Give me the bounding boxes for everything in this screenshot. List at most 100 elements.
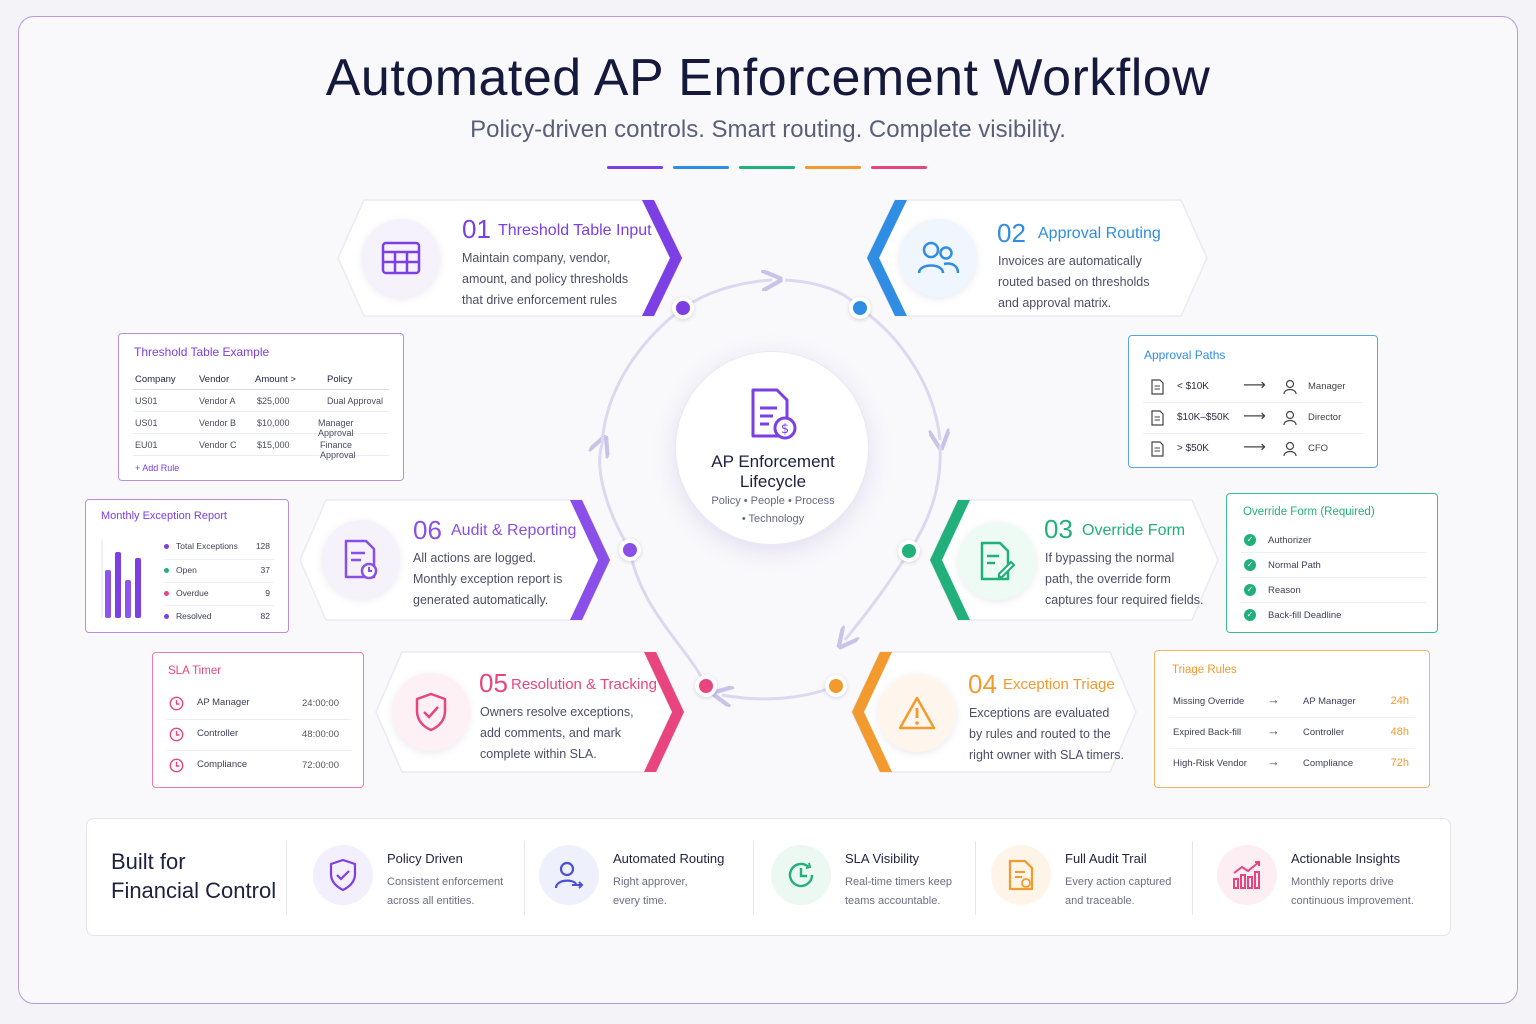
triage-row: Missing Override → AP Manager 24h xyxy=(1169,687,1415,718)
table-cell: US01 xyxy=(135,396,158,406)
person-icon xyxy=(1283,441,1297,457)
report-icon xyxy=(322,520,400,598)
triage-rules-panel: Triage Rules Missing Override → AP Manag… xyxy=(1154,650,1430,788)
document-icon xyxy=(1151,441,1164,457)
feature-actionable-insights: Actionable Insights Monthly reports driv… xyxy=(1217,841,1437,915)
panel-title: Override Form (Required) xyxy=(1243,506,1375,518)
stat-value: 9 xyxy=(265,588,270,598)
override-form-panel: Override Form (Required) ✓ Authorizer ✓ … xyxy=(1226,493,1438,633)
step-desc: Exceptions are evaluated by rules and ro… xyxy=(969,706,1124,762)
table-cell: $15,000 xyxy=(257,440,290,450)
divider xyxy=(975,841,976,915)
report-stats: Total Exceptions 128 Open 37 Overdue 9 R… xyxy=(164,538,274,628)
accent-dash xyxy=(673,166,729,169)
step-card-04: 04 Exception Triage Exceptions are evalu… xyxy=(850,650,1138,774)
step-card-01: 01 Threshold Table Input Maintain compan… xyxy=(336,198,686,318)
arrow-right-icon: → xyxy=(1267,723,1280,738)
table-cell: Finance Approval xyxy=(320,440,356,460)
node-03 xyxy=(898,540,920,562)
step-card-06: 06 Audit & Reporting All actions are log… xyxy=(298,498,612,622)
panel-title: Monthly Exception Report xyxy=(101,510,227,522)
node-04 xyxy=(825,675,847,697)
triage-row: Expired Back-fill → Controller 48h xyxy=(1169,718,1415,749)
divider xyxy=(286,841,287,915)
form-field-row: ✓ Reason xyxy=(1241,578,1427,603)
sla-timer-panel: SLA Timer AP Manager 24:00:00 Controller… xyxy=(152,652,364,788)
table-header-row: Company Vendor Amount > Policy xyxy=(133,368,389,390)
users-icon xyxy=(899,219,977,297)
path-range: $10K–$50K xyxy=(1177,412,1230,423)
hub-tags-line1: Policy • People • Process xyxy=(711,495,835,507)
approval-path-row: $10K–$50K ⟶ Director xyxy=(1143,403,1363,434)
column-header: Vendor xyxy=(199,374,230,385)
step-card-05: 05 Resolution & Tracking Owners resolve … xyxy=(374,650,686,774)
stat-label: Resolved xyxy=(176,611,212,621)
step-card-03: 03 Override Form If bypassing the normal… xyxy=(928,498,1220,622)
clock-icon xyxy=(169,727,184,742)
monthly-report-panel: Monthly Exception Report Total Exception… xyxy=(85,499,289,633)
accent-dash xyxy=(871,166,927,169)
triage-rule: Missing Override xyxy=(1173,696,1245,707)
step-title: Override Form xyxy=(1082,522,1186,539)
check-icon: ✓ xyxy=(1244,609,1256,621)
stat-dot xyxy=(164,544,169,549)
path-approver: Manager xyxy=(1308,381,1346,392)
triage-rule: Expired Back-fill xyxy=(1173,727,1242,738)
user-route-icon xyxy=(539,845,599,905)
stat-row: Overdue 9 xyxy=(164,583,274,606)
sla-row: Compliance 72:00:00 xyxy=(167,751,351,782)
arrow-right-icon: → xyxy=(1267,692,1280,707)
path-approver: Director xyxy=(1308,412,1342,423)
form-field-row: ✓ Authorizer xyxy=(1241,528,1427,553)
step-number: 03 xyxy=(1044,514,1073,544)
triage-sla: 72h xyxy=(1390,757,1409,769)
sla-owner: AP Manager xyxy=(197,697,250,708)
feature-desc: Consistent enforcement across all entiti… xyxy=(387,876,504,907)
feature-title: Actionable Insights xyxy=(1291,851,1401,866)
accent-dash xyxy=(739,166,795,169)
step-number: 05 xyxy=(479,668,508,698)
triage-owner: AP Manager xyxy=(1303,696,1356,707)
step-desc: Maintain company, vendor, amount, and po… xyxy=(462,251,629,307)
accent-dashes xyxy=(607,166,927,170)
form-edit-icon xyxy=(958,522,1036,600)
approval-paths-panel: Approval Paths < $10K ⟶ Manager $10K–$50… xyxy=(1128,335,1378,468)
triage-owner: Compliance xyxy=(1303,758,1354,769)
column-header: Policy xyxy=(327,374,353,385)
clock-icon xyxy=(169,758,184,773)
path-range: < $10K xyxy=(1177,381,1209,392)
approval-path-row: > $50K ⟶ CFO xyxy=(1143,434,1363,465)
sla-time: 48:00:00 xyxy=(302,729,339,740)
chart-up-icon xyxy=(1217,845,1277,905)
column-header: Company xyxy=(135,374,176,385)
sla-owner: Compliance xyxy=(197,759,248,770)
lifecycle-hub: $ AP Enforcement Lifecycle Policy • Peop… xyxy=(675,351,869,545)
page-subtitle: Policy-driven controls. Smart routing. C… xyxy=(470,116,1066,143)
step-title: Threshold Table Input xyxy=(498,222,652,239)
step-title: Approval Routing xyxy=(1038,225,1161,242)
add-rule-link[interactable]: + Add Rule xyxy=(135,463,180,473)
triage-rule: High-Risk Vendor xyxy=(1173,758,1247,769)
document-icon xyxy=(1151,379,1164,395)
stat-row: Open 37 xyxy=(164,560,274,583)
step-desc: If bypassing the normal path, the overri… xyxy=(1045,551,1204,607)
shield-check-icon xyxy=(313,845,373,905)
feature-title: Full Audit Trail xyxy=(1065,851,1147,866)
step-desc: Owners resolve exceptions, add comments,… xyxy=(480,705,634,761)
table-cell: US01 xyxy=(135,418,158,428)
step-title: Resolution & Tracking xyxy=(511,676,657,693)
feature-desc: Real-time timers keep teams accountable. xyxy=(845,876,952,907)
approval-path-row: < $10K ⟶ Manager xyxy=(1143,372,1363,403)
table-icon xyxy=(362,219,440,297)
step-desc: Invoices are automatically routed based … xyxy=(998,254,1150,310)
accent-dash xyxy=(805,166,861,169)
feature-desc: Right approver, every time. xyxy=(613,876,688,907)
feature-policy-driven: Policy Driven Consistent enforcement acr… xyxy=(313,841,523,915)
step-number: 04 xyxy=(968,669,997,699)
form-field-row: ✓ Back-fill Deadline xyxy=(1241,603,1427,628)
step-card-02: 02 Approval Routing Invoices are automat… xyxy=(865,198,1209,318)
stat-value: 82 xyxy=(260,611,270,621)
table-cell: Vendor A xyxy=(199,396,236,406)
arrow-right-icon: ⟶ xyxy=(1243,408,1266,425)
benefits-heading-line1: Built for xyxy=(111,849,186,874)
